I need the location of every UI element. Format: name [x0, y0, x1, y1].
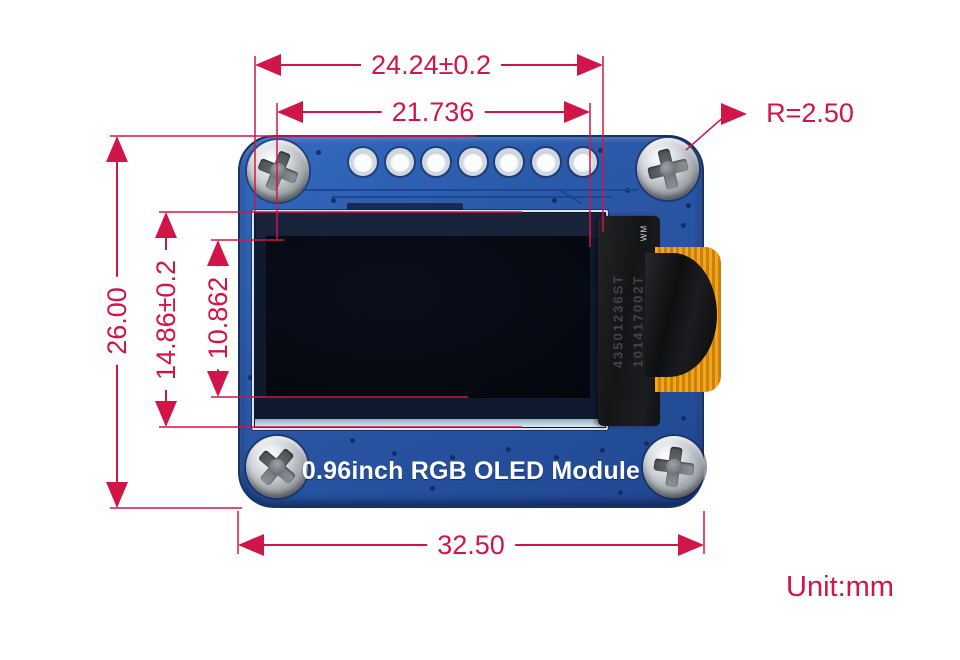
- via-dot: [625, 188, 630, 193]
- via-dot: [430, 486, 435, 491]
- oled-active-area: [266, 236, 590, 398]
- via-dot: [686, 203, 691, 208]
- pin-hole: [386, 148, 414, 176]
- dim-label-display-height: 14.86±0.2: [150, 250, 182, 390]
- via-dot: [681, 416, 686, 421]
- dim-label-display-width: 24.24±0.2: [361, 49, 501, 81]
- corner-screw-bottom-left: [246, 436, 308, 498]
- via-dot: [350, 438, 355, 443]
- dim-label-board-height: 26.00: [101, 277, 133, 365]
- via-dot: [681, 223, 686, 228]
- cof-serial-text: 43501236ST: [610, 273, 626, 369]
- via-dot: [248, 375, 253, 380]
- unit-label: Unit:mm: [786, 571, 894, 603]
- via-dot: [506, 447, 511, 452]
- pin-hole: [495, 148, 523, 176]
- dim-label-board-width: 32.50: [427, 529, 515, 561]
- cof-serial-text: 101417002T: [630, 274, 646, 368]
- via-dot: [316, 150, 321, 155]
- dim-label-corner-radius: R=2.50: [766, 97, 854, 128]
- corner-screw-top-left: [247, 140, 309, 202]
- via-dot: [600, 448, 605, 453]
- pin-hole: [422, 148, 450, 176]
- corner-screw-bottom-right: [643, 436, 705, 498]
- pin-hole: [532, 148, 560, 176]
- dim-label-active-width: 21.736: [381, 96, 485, 128]
- cof-tag-text: WM: [639, 224, 649, 242]
- oled-glass-bottom-edge: [255, 419, 605, 427]
- pin-hole: [349, 148, 377, 176]
- pin-hole: [569, 148, 597, 176]
- via-dot: [331, 198, 336, 203]
- via-dot: [554, 455, 559, 460]
- via-dot: [552, 198, 557, 203]
- via-dot: [392, 451, 397, 456]
- corner-screw-top-right: [637, 138, 699, 200]
- via-dot: [598, 148, 603, 153]
- via-dot: [586, 472, 591, 477]
- via-dot: [450, 455, 455, 460]
- oled-glass-top-margin: [256, 213, 604, 238]
- dim-label-active-height: 10.862: [202, 266, 234, 370]
- via-dot: [644, 441, 649, 446]
- leader-corner-radius: [685, 103, 747, 151]
- via-dot: [618, 490, 623, 495]
- pin-hole: [459, 148, 487, 176]
- board-title: 0.96inch RGB OLED Module: [301, 457, 641, 485]
- fpc-connector-tab: [347, 203, 463, 212]
